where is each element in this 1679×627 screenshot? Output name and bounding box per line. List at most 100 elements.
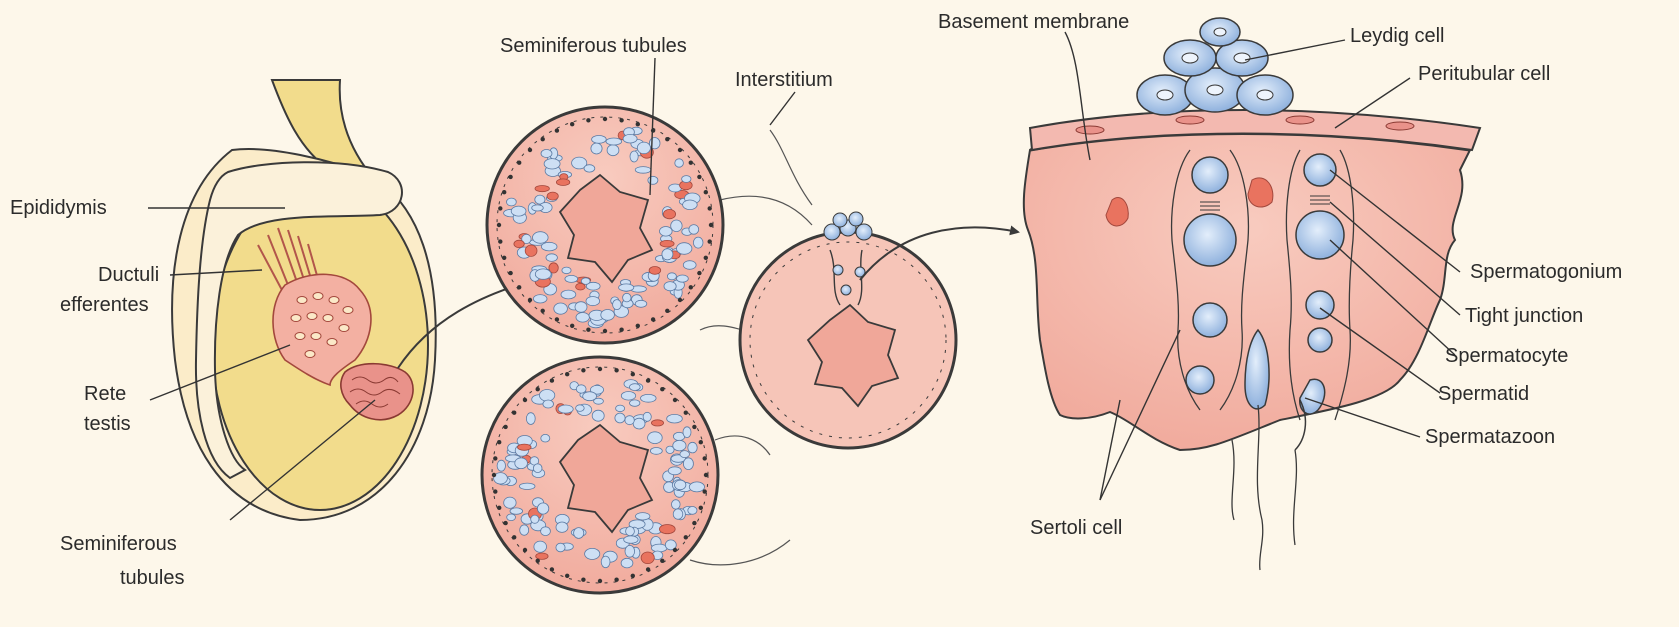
label-ductuli-efferentes-1: Ductuli [98, 264, 159, 286]
boundary-nucleus [673, 548, 677, 552]
germ-cell [533, 232, 549, 244]
germ-cell [546, 254, 557, 262]
boundary-nucleus [603, 329, 607, 333]
germ-cell [650, 448, 662, 455]
boundary-nucleus [703, 489, 707, 493]
germ-cell [683, 200, 698, 210]
germ-cell [667, 273, 676, 280]
germ-cell [633, 418, 645, 429]
germ-cell [629, 384, 640, 391]
boundary-nucleus [497, 506, 501, 510]
boundary-nucleus [555, 128, 559, 132]
germ-cell [606, 138, 622, 145]
epithelium-detail [1024, 18, 1480, 570]
boundary-nucleus [636, 122, 640, 126]
boundary-nucleus [692, 425, 696, 429]
germ-cell [515, 458, 528, 469]
germ-cell [601, 310, 615, 321]
boundary-nucleus [646, 378, 650, 382]
boundary-nucleus [689, 285, 693, 289]
boundary-nucleus [598, 579, 602, 583]
germ-cell [621, 392, 635, 401]
label-seminiferous-tubules-left-2: tubules [120, 567, 185, 589]
germ-cell [623, 134, 637, 143]
germ-cell [607, 145, 619, 156]
germ-cell [662, 249, 673, 260]
label-sertoli-cell: Sertoli cell [1030, 517, 1122, 539]
boundary-nucleus [586, 118, 590, 122]
boundary-nucleus [517, 161, 521, 165]
label-rete-testis-1: Rete [84, 383, 126, 405]
boundary-nucleus [508, 175, 512, 179]
germ-cell [507, 514, 516, 521]
germ-cell [675, 159, 684, 167]
germ-cell [675, 480, 686, 490]
germ-cell [592, 410, 604, 421]
germ-cell [585, 548, 600, 559]
germ-cell [534, 541, 547, 552]
germ-cell [673, 440, 686, 451]
label-tight-junction: Tight junction [1465, 305, 1583, 327]
germ-cell [574, 528, 584, 539]
boundary-nucleus [503, 521, 507, 525]
boundary-nucleus [536, 559, 540, 563]
germ-cell [648, 432, 663, 444]
boundary-nucleus [550, 378, 554, 382]
germ-cell [584, 165, 595, 172]
boundary-nucleus [699, 440, 703, 444]
label-ductuli-efferentes-2: efferentes [60, 294, 149, 316]
boundary-nucleus [678, 148, 682, 152]
germ-cell [541, 527, 551, 536]
germ-cell [621, 558, 633, 568]
germ-cell [541, 150, 552, 158]
boundary-nucleus [704, 473, 708, 477]
red-cell [547, 192, 558, 200]
boundary-nucleus [581, 368, 585, 372]
germ-cell [615, 413, 625, 423]
boundary-nucleus [550, 567, 554, 571]
germ-cell [561, 290, 576, 299]
germ-cell [565, 275, 578, 282]
germ-cell [643, 412, 651, 421]
boundary-nucleus [502, 190, 506, 194]
boundary-nucleus [570, 122, 574, 126]
tubule-top [487, 107, 723, 343]
label-seminiferous-tubules-left-1: Seminiferous [60, 533, 177, 555]
boundary-nucleus [502, 256, 506, 260]
germ-cell [576, 313, 589, 323]
germ-cell [554, 303, 568, 314]
boundary-nucleus [493, 489, 497, 493]
boundary-nucleus [636, 324, 640, 328]
boundary-nucleus [619, 328, 623, 332]
germ-cell [630, 400, 640, 406]
germ-cell [541, 434, 550, 442]
boundary-nucleus [704, 256, 708, 260]
red-cell [518, 444, 532, 450]
germ-cell [539, 390, 554, 402]
boundary-nucleus [631, 372, 635, 376]
germ-cell [637, 142, 650, 154]
leydig-cluster-small [824, 212, 872, 240]
boundary-nucleus [709, 223, 713, 227]
germ-cell [575, 302, 587, 313]
germ-cell [677, 243, 692, 255]
red-cell [535, 186, 549, 192]
germ-cell [586, 297, 600, 306]
germ-cell [556, 522, 568, 532]
boundary-nucleus [498, 206, 502, 210]
germ-cell [689, 482, 704, 492]
boundary-nucleus [517, 285, 521, 289]
boundary-nucleus [673, 398, 677, 402]
boundary-nucleus [660, 559, 664, 563]
boundary-nucleus [565, 372, 569, 376]
boundary-nucleus [708, 239, 712, 243]
boundary-nucleus [678, 298, 682, 302]
germ-cell [507, 198, 517, 206]
red-cell [576, 283, 586, 290]
germ-cell [626, 527, 635, 536]
germ-cell [664, 282, 676, 291]
germ-cell [636, 513, 650, 520]
germ-cell [535, 269, 551, 279]
boundary-nucleus [631, 574, 635, 578]
boundary-nucleus [703, 456, 707, 460]
